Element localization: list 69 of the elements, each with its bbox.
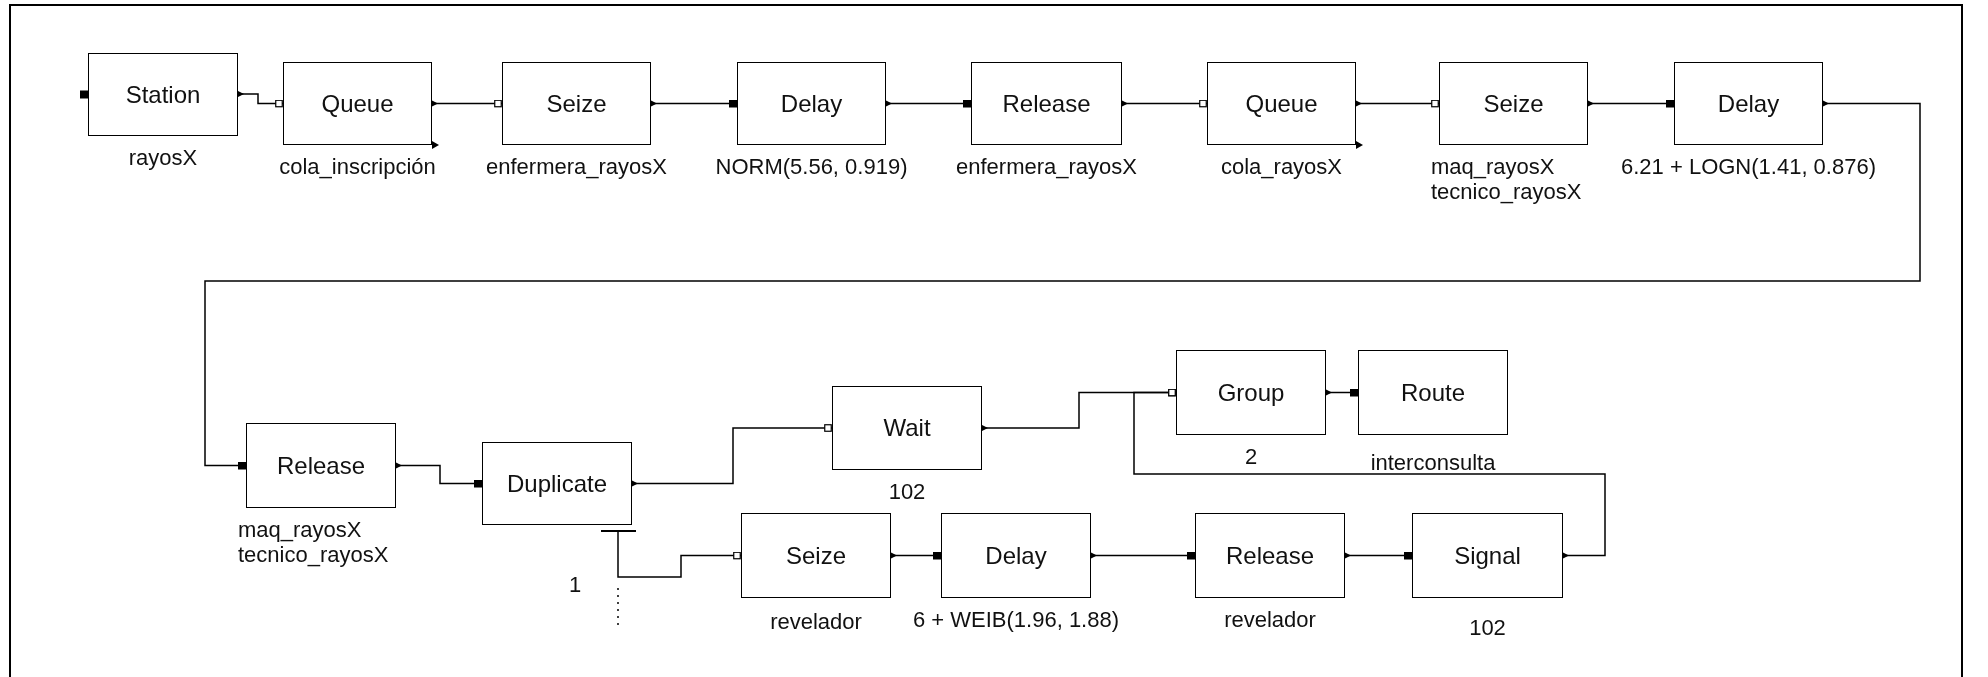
block-box	[1439, 62, 1588, 145]
block-name: Delay	[780, 89, 843, 118]
block-name: Delay	[1717, 89, 1780, 118]
block-name: Seize	[546, 89, 607, 118]
block-parameter: tecnico_rayosX	[238, 543, 389, 567]
block-name: Duplicate	[506, 469, 608, 498]
block-box	[1176, 350, 1326, 435]
connector	[1325, 388, 1359, 397]
block-name: Release	[1002, 89, 1091, 118]
connector	[631, 424, 833, 487]
connector	[885, 99, 972, 108]
connector	[1587, 99, 1675, 108]
block-box	[246, 423, 396, 508]
connector	[1344, 551, 1413, 560]
block-parameter: NORM(5.56, 0.919)	[715, 155, 908, 179]
block-box	[1195, 513, 1345, 598]
block-parameter: 102	[888, 480, 926, 504]
block-parameter: enfermera_rayosX	[486, 155, 667, 179]
block-name: Release	[1225, 541, 1315, 570]
block-name: Release	[276, 451, 366, 480]
block-box	[502, 62, 651, 145]
block-box	[1358, 350, 1508, 435]
block-name: Queue	[1245, 89, 1318, 118]
block-parameter: 102	[1469, 616, 1506, 640]
block-parameter: tecnico_rayosX	[1431, 180, 1582, 204]
block-parameter: enfermera_rayosX	[956, 155, 1137, 179]
connector	[1133, 388, 1606, 559]
connector	[1355, 99, 1440, 108]
connector	[204, 100, 1921, 470]
block-parameter: maq_rayosX	[238, 518, 362, 542]
connector	[395, 462, 483, 488]
block-box	[1207, 62, 1356, 145]
block-name: Group	[1217, 378, 1285, 407]
block-box	[283, 62, 432, 145]
block-box	[1412, 513, 1563, 598]
block-box	[1674, 62, 1823, 145]
block-parameter: cola_inscripción	[279, 155, 436, 179]
block-name: Seize	[1483, 89, 1544, 118]
block-parameter: revelador	[770, 610, 862, 634]
connector	[650, 99, 738, 108]
connector	[617, 530, 742, 578]
block-parameter: revelador	[1224, 608, 1316, 632]
block-parameter: rayosX	[128, 146, 198, 170]
block-name: Wait	[883, 414, 931, 442]
block-box	[741, 513, 891, 598]
block-box	[832, 386, 982, 470]
block-name: Delay	[985, 541, 1047, 570]
block-box	[88, 53, 238, 136]
block-name: Seize	[785, 541, 846, 570]
connector	[431, 99, 503, 108]
block-parameter: maq_rayosX	[1431, 155, 1555, 179]
connector	[237, 91, 284, 108]
block-parameter: 6.21 + LOGN(1.41, 0.876)	[1621, 155, 1876, 179]
block-box	[941, 513, 1091, 598]
connector	[890, 551, 942, 560]
connector	[1090, 551, 1196, 560]
block-box	[737, 62, 886, 145]
block-parameter: cola_rayosX	[1220, 155, 1343, 179]
block-name: Station	[125, 80, 201, 109]
connector	[1121, 99, 1208, 108]
block-box	[971, 62, 1122, 145]
block-parameter: 2	[1244, 445, 1258, 469]
block-name: Queue	[321, 89, 394, 118]
block-parameter: 1	[569, 573, 582, 597]
block-box	[482, 442, 632, 525]
block-name: Signal	[1454, 541, 1521, 570]
block-parameter: 6 + WEIB(1.96, 1.88)	[913, 608, 1119, 632]
block-name: Route	[1400, 378, 1465, 407]
block-parameter: interconsulta	[1370, 451, 1496, 475]
